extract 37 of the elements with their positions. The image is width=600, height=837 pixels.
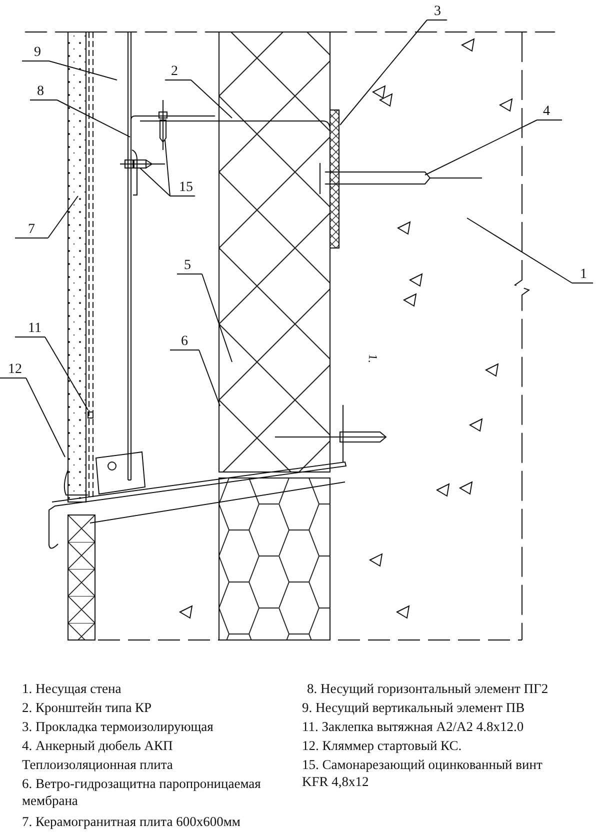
parts-list-item: 8. Несущий горизонтальный элемент ПГ2 xyxy=(307,680,550,697)
parts-list-item: Теплоизоляционная плита xyxy=(22,756,174,773)
parts-list-item: 1. Несущая стена xyxy=(22,680,122,697)
parts-list-item: 12. Кляммер стартовый КС. xyxy=(302,737,463,754)
callout-number: 4 xyxy=(543,104,550,119)
callout-number: 2 xyxy=(171,64,178,79)
section-mark: 1. xyxy=(364,353,382,364)
callout-number: 15 xyxy=(179,180,193,195)
callout-number: 8 xyxy=(37,84,44,99)
parts-list-item: 15. Самонарезающий оцинкованный винт KFR 4,8x12 xyxy=(302,756,544,790)
callout-number: 3 xyxy=(434,4,441,19)
leader-line xyxy=(466,218,594,284)
callout-number: 5 xyxy=(184,258,191,273)
leader-line xyxy=(176,274,232,362)
leader-line xyxy=(22,60,118,80)
callout-number: 6 xyxy=(181,334,188,349)
parts-list-item: 7. Керамогранитная плита 600x600мм xyxy=(22,813,242,830)
callout-number: 7 xyxy=(28,222,35,237)
leader-line xyxy=(30,100,130,138)
parts-list-item: 11. Заклепка вытяжная А2/А2 4.8x12.0 xyxy=(302,718,525,735)
parts-list-item: 4. Анкерный дюбель АКП xyxy=(22,737,174,754)
leader-line xyxy=(424,120,562,176)
leader-line xyxy=(14,196,78,238)
leader-line xyxy=(170,350,220,406)
parts-list-item: 3. Прокладка термоизолирующая xyxy=(22,718,214,735)
callout-number: 11 xyxy=(28,321,42,336)
leader-line xyxy=(340,20,448,126)
callout-number: 9 xyxy=(34,45,41,60)
callout-number: 1 xyxy=(580,267,587,282)
leader-line xyxy=(0,378,66,458)
callout-number: 12 xyxy=(8,362,22,377)
leader-line xyxy=(14,336,88,410)
parts-list-item: 6. Ветро-гидрозащитна паропроницаемая мембрана xyxy=(22,775,262,809)
leader-line xyxy=(140,168,196,196)
parts-list-item: 9. Несущий вертикальный элемент ПВ xyxy=(302,699,526,716)
parts-list-item: 2. Кронштейн типа КР xyxy=(22,699,153,716)
leader-line xyxy=(164,80,232,118)
